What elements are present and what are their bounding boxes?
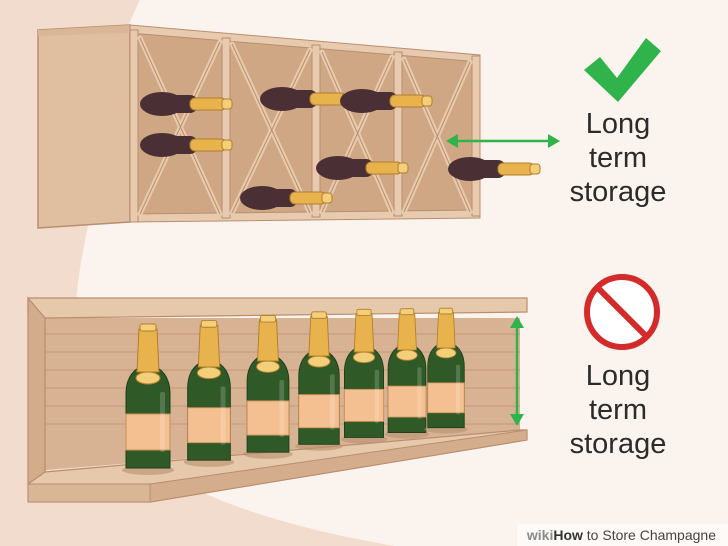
caption-line: term — [589, 394, 647, 426]
horizontal-arrow-icon — [446, 134, 560, 148]
checkmark-icon — [584, 38, 661, 102]
standing-bottle — [122, 323, 174, 475]
caption-line: storage — [569, 428, 667, 460]
lying-bottle — [340, 89, 433, 113]
standing-bottle — [384, 308, 430, 439]
watermark-title: to Store Champagne — [582, 527, 716, 543]
caption-line: Long — [585, 360, 651, 392]
bad-storage-caption: Long term storage — [543, 359, 693, 461]
standing-bottle — [183, 319, 235, 467]
good-storage-caption: Long term storage — [543, 107, 693, 209]
standing-bottle — [340, 308, 388, 444]
standing-bottles — [122, 307, 468, 475]
wine-rack — [37, 24, 481, 229]
watermark-brand-how: How — [553, 527, 583, 543]
vertical-arrow-icon — [510, 316, 524, 426]
standing-bottle — [424, 307, 468, 434]
lying-bottle — [140, 133, 233, 157]
caption-line: term — [589, 142, 647, 174]
lying-bottle — [140, 92, 233, 116]
lying-bottle — [448, 157, 541, 181]
lying-bottle — [316, 156, 409, 180]
prohibited-icon — [584, 274, 660, 350]
lying-bottle — [240, 186, 333, 210]
wikihow-watermark: wikiHow to Store Champagne — [516, 524, 728, 546]
standing-bottle — [243, 314, 293, 459]
lying-bottles — [140, 87, 541, 210]
watermark-brand-prefix: wiki — [526, 527, 554, 543]
caption-line: Long — [585, 108, 651, 140]
caption-line: storage — [569, 176, 667, 208]
standing-bottle — [295, 311, 343, 451]
